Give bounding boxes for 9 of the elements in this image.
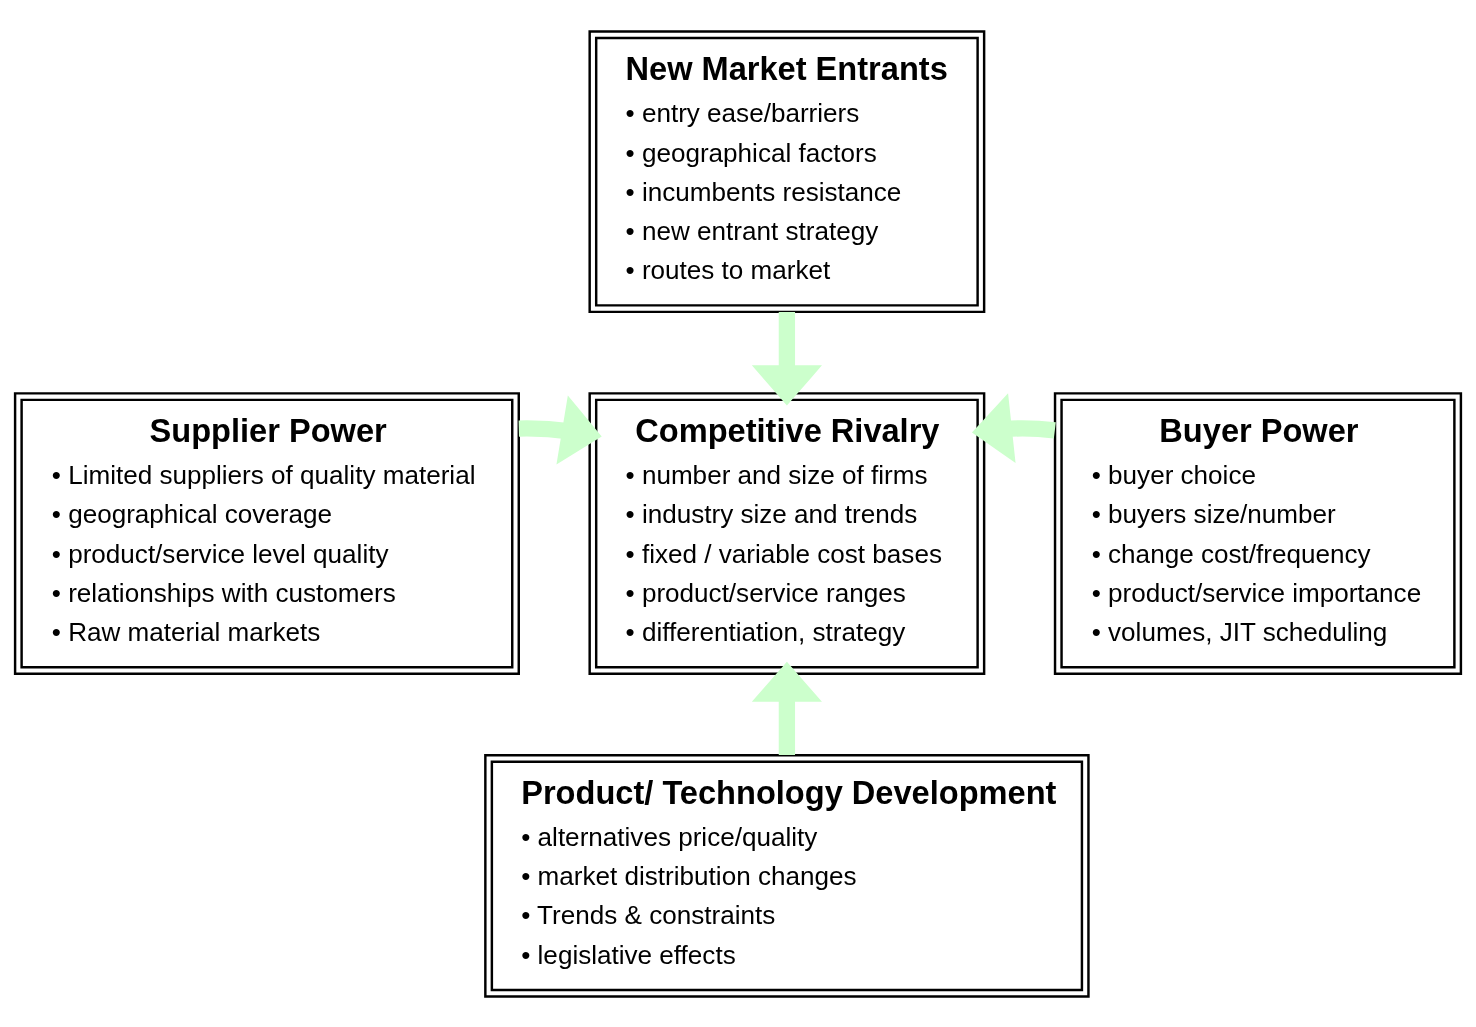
arrow bbox=[518, 394, 602, 465]
arrow bbox=[751, 661, 822, 755]
arrow bbox=[751, 311, 822, 405]
node-box: New Market Entrants • entry ease/barriers • geographical factors • incumbents resistance • new entrant strategy • routes to market bbox=[588, 29, 986, 313]
node-box: Supplier Power • Limited suppliers of quality material • geographical coverage • product/service level quality • relationships with customers • Raw material markets bbox=[13, 391, 520, 675]
arrow bbox=[971, 392, 1056, 463]
node-box: Product/ Technology Development • alternatives price/quality • market distribution changes • Trends & constraints • legislative effects bbox=[484, 753, 1090, 998]
node-box: Competitive Rivalry • number and size of firms • industry size and trends • fixed / variable cost bases • product/service ranges • differentiation, strategy bbox=[588, 391, 986, 675]
node-box: Buyer Power • buyer choice • buyers size/number • change cost/frequency • product/service importance • volumes, JIT scheduling bbox=[1053, 391, 1463, 675]
